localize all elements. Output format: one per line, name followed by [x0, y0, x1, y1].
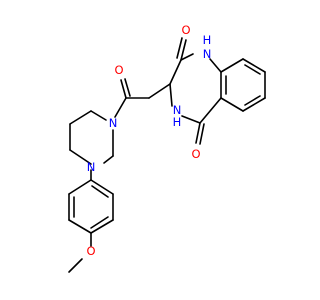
atom-h-nh-mid: H: [173, 115, 182, 129]
atom-n-piperazine-bottom: N: [87, 160, 96, 174]
atom-o-lactam-bottom: O: [191, 147, 200, 161]
benzene-ring-right: [220, 58, 266, 112]
atom-h-nh-top: H: [203, 33, 212, 47]
atom-n-mid: N: [173, 103, 182, 117]
structure-canvas: O H N O N H N O N O: [68, 23, 266, 273]
atom-o-lactam-top: O: [181, 23, 190, 37]
methoxyphenyl-ring: [68, 169, 114, 273]
propanoyl-linker: [114, 78, 171, 118]
atom-o-ketone: O: [114, 63, 123, 77]
diazepine-ring: [169, 53, 222, 124]
molecule-drawing: O H N O N H N O N O: [68, 23, 266, 273]
atom-o-methoxy: O: [86, 244, 95, 258]
lactam-carbonyls: [176, 37, 205, 145]
atom-n-top: N: [203, 47, 212, 61]
atom-n-piperazine-top: N: [109, 116, 118, 130]
piperazine-ring: [69, 110, 114, 165]
